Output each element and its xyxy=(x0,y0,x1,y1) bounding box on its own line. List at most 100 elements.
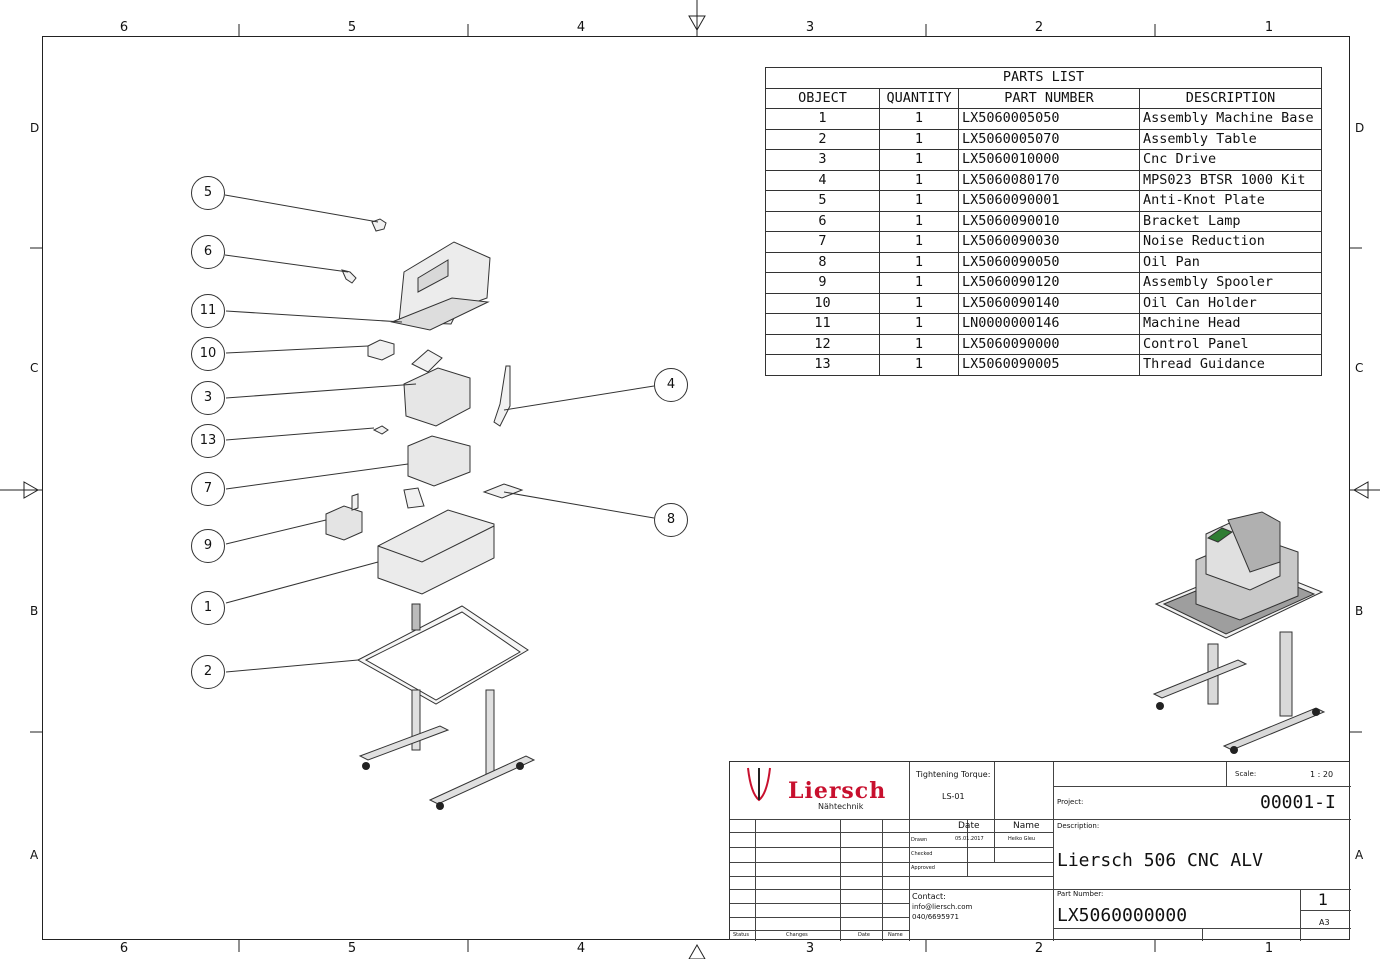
control-panel-part xyxy=(411,349,443,373)
rev-status-label: Status xyxy=(733,932,749,938)
balloon-7: 7 xyxy=(191,472,225,506)
contact-label: Contact: xyxy=(912,892,946,901)
thread-guidance-part xyxy=(372,425,389,435)
grid-col-label: 2 xyxy=(1034,941,1044,956)
grid-row-label: A xyxy=(30,848,39,862)
oil-pan-part xyxy=(482,483,524,499)
grid-col-label: 1 xyxy=(1264,941,1274,956)
sheet-number: 1 xyxy=(1318,890,1329,909)
drawing-frame xyxy=(42,36,1350,940)
cnc-drive-part xyxy=(403,367,471,427)
project-label: Project: xyxy=(1057,798,1084,806)
sheet-size: A3 xyxy=(1319,918,1330,927)
description-cell: Cnc Drive xyxy=(1139,149,1322,171)
grid-col-label: 6 xyxy=(119,20,129,35)
balloon-8: 8 xyxy=(654,503,688,537)
balloon-10: 10 xyxy=(191,337,225,371)
machine-base-part xyxy=(377,509,495,595)
grid-col-label: 6 xyxy=(119,941,129,956)
btsr-kit-part xyxy=(493,365,511,427)
part-number-cell: LX5060090140 xyxy=(958,292,1140,314)
grid-row-label: A xyxy=(1355,848,1364,862)
drawn-label: Drawn xyxy=(911,837,928,843)
contact-phone: 040/6695971 xyxy=(912,913,959,921)
grid-col-label: 4 xyxy=(576,20,586,35)
part-number-cell: LX5060090030 xyxy=(958,231,1140,253)
part-number-cell: LX5060080170 xyxy=(958,169,1140,191)
part-number-label: Part Number: xyxy=(1057,890,1104,898)
object-cell: 13 xyxy=(765,354,880,376)
part-number-cell: LX5060005050 xyxy=(958,108,1140,130)
grid-row-label: B xyxy=(30,604,39,618)
description-cell: Oil Can Holder xyxy=(1139,292,1322,314)
grid-col-label: 4 xyxy=(576,941,586,956)
balloon-9: 9 xyxy=(191,529,225,563)
description-cell: Machine Head xyxy=(1139,313,1322,335)
grid-row-label: B xyxy=(1355,604,1364,618)
part-number-cell: LX5060010000 xyxy=(958,149,1140,171)
name-header: Name xyxy=(1013,821,1040,831)
description-value: Liersch 506 CNC ALV xyxy=(1057,850,1263,871)
torque-label: Tightening Torque: xyxy=(916,770,991,779)
grid-row-label: C xyxy=(30,361,39,375)
spooler-part xyxy=(325,505,363,541)
balloon-13: 13 xyxy=(191,424,225,458)
noise-reduction-part xyxy=(407,435,471,487)
checked-label: Checked xyxy=(911,851,933,857)
anti-knot-plate-part xyxy=(371,218,387,232)
part-number-cell: LX5060090005 xyxy=(958,354,1140,376)
approved-label: Approved xyxy=(911,865,935,871)
col-header: PART NUMBER xyxy=(958,87,1140,109)
assembled-view xyxy=(1152,511,1326,751)
grid-col-label: 1 xyxy=(1264,20,1274,35)
rev-changes-label: Changes xyxy=(786,932,808,938)
date-header: Date xyxy=(958,821,980,831)
grid-row-label: D xyxy=(30,121,40,135)
description-label: Description: xyxy=(1057,822,1100,830)
balloon-4: 4 xyxy=(654,368,688,402)
project-value: 00001-I xyxy=(1260,792,1336,813)
grid-col-label: 2 xyxy=(1034,20,1044,35)
drawn-date: 05.01.2017 xyxy=(955,836,984,842)
description-cell: Thread Guidance xyxy=(1139,354,1322,376)
balloon-5: 5 xyxy=(191,176,225,210)
torque-value: LS-01 xyxy=(942,792,965,801)
logo-subtitle: Nähtechnik xyxy=(818,802,864,811)
grid-row-label: D xyxy=(1355,121,1365,135)
scale-label: Scale: xyxy=(1235,770,1257,778)
description-cell: MPS023 BTSR 1000 Kit xyxy=(1139,169,1322,191)
description-cell: Anti-Knot Plate xyxy=(1139,190,1322,212)
balloon-2: 2 xyxy=(191,655,225,689)
logo-text: Liersch xyxy=(788,778,887,804)
scale-value: 1 : 20 xyxy=(1310,770,1334,779)
col-header: QUANTITY xyxy=(879,87,959,109)
part-number-cell: LN0000000146 xyxy=(958,313,1140,335)
balloon-6: 6 xyxy=(191,235,225,269)
grid-col-label: 3 xyxy=(805,941,815,956)
grid-col-label: 3 xyxy=(805,20,815,35)
balloon-3: 3 xyxy=(191,381,225,415)
part-number-cell: LX5060005070 xyxy=(958,128,1140,150)
bracket-lamp-part xyxy=(341,269,357,284)
balloon-1: 1 xyxy=(191,591,225,625)
description-cell: Assembly Machine Base xyxy=(1139,108,1322,130)
grid-col-label: 5 xyxy=(347,941,357,956)
contact-email: info@liersch.com xyxy=(912,903,973,911)
liersch-logo-needle-icon xyxy=(747,767,771,802)
title-block: Liersch Nähtechnik Tightening Torque: LS… xyxy=(729,761,1351,941)
parts-list-table: PARTS LIST OBJECT QUANTITY PART NUMBER D… xyxy=(765,67,1322,376)
rev-name-label: Name xyxy=(888,932,903,938)
balloon-11: 11 xyxy=(191,294,225,328)
grid-col-label: 5 xyxy=(347,20,357,35)
part-number-value: LX5060000000 xyxy=(1057,905,1188,926)
rev-date-label: Date xyxy=(858,932,870,938)
